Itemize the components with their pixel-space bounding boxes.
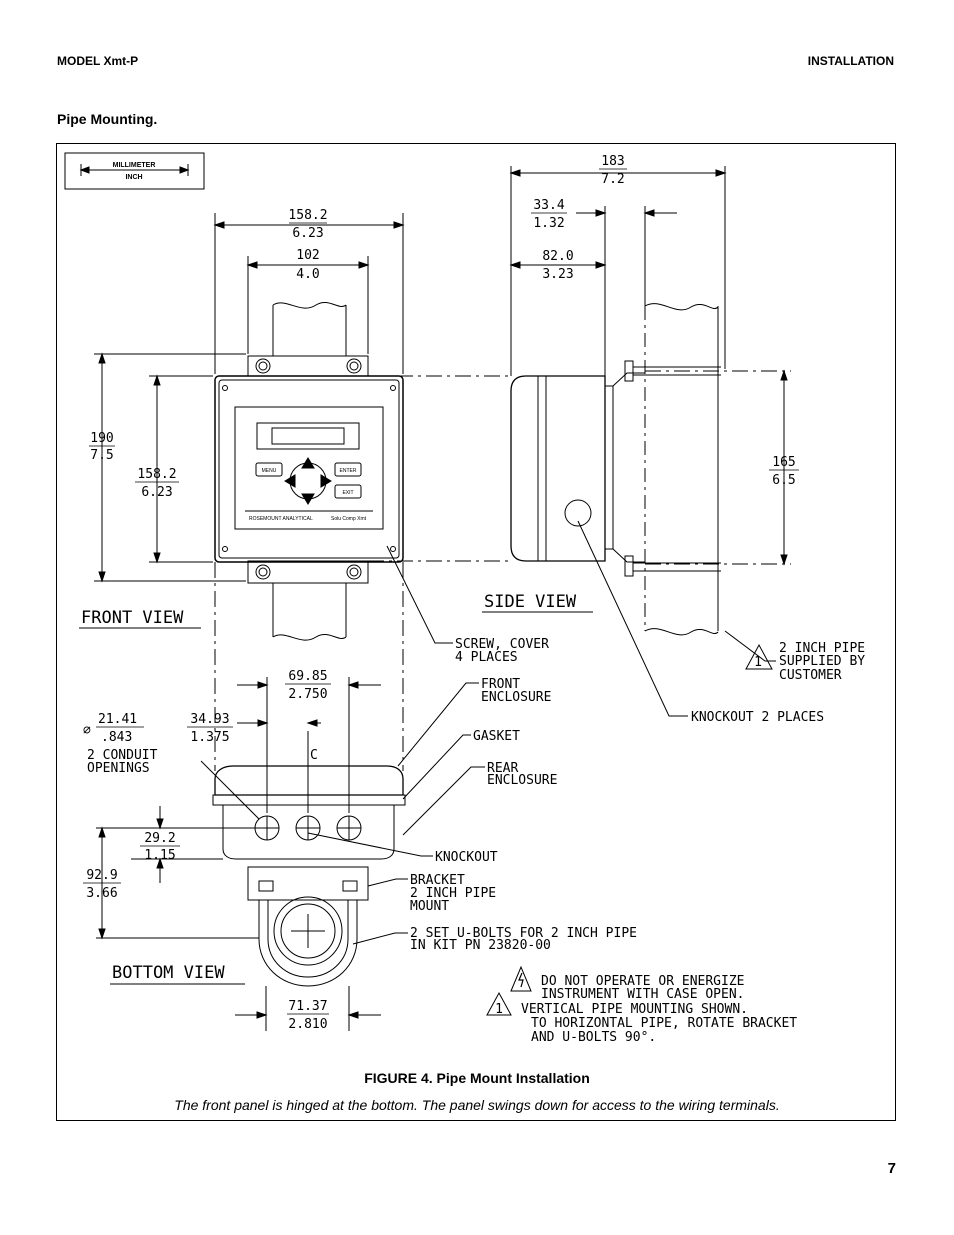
svg-text:KNOCKOUT: KNOCKOUT <box>435 850 498 865</box>
svg-text:REAR: REAR <box>487 761 518 776</box>
svg-text:7.2: 7.2 <box>601 172 624 187</box>
figure-box: MILLIMETER INCH <box>56 143 896 1121</box>
svg-text:.843: .843 <box>101 730 132 745</box>
svg-text:165: 165 <box>772 455 795 470</box>
svg-text:⌀: ⌀ <box>83 723 91 738</box>
svg-text:VERTICAL PIPE MOUNTING SHOWN.: VERTICAL PIPE MOUNTING SHOWN. <box>521 1002 748 1017</box>
svg-text:34.93: 34.93 <box>190 712 229 727</box>
svg-text:INSTRUMENT WITH CASE OPEN.: INSTRUMENT WITH CASE OPEN. <box>541 987 745 1002</box>
svg-text:2 INCH PIPE: 2 INCH PIPE <box>410 886 496 901</box>
svg-text:ENCLOSURE: ENCLOSURE <box>481 690 551 705</box>
legend-bottom: INCH <box>125 174 142 181</box>
svg-text:2 CONDUIT: 2 CONDUIT <box>87 748 158 763</box>
svg-text:1: 1 <box>754 655 762 670</box>
svg-text:2.810: 2.810 <box>288 1017 327 1032</box>
model-label: Solu Comp Xmt <box>331 516 367 522</box>
svg-text:158.2: 158.2 <box>137 467 176 482</box>
svg-text:1.375: 1.375 <box>190 730 229 745</box>
svg-text:C: C <box>310 748 318 763</box>
svg-text:6.23: 6.23 <box>141 485 172 500</box>
svg-text:1: 1 <box>495 1002 503 1017</box>
svg-text:FRONT: FRONT <box>481 677 520 692</box>
svg-text:7.5: 7.5 <box>90 448 113 463</box>
enter-key: ENTER <box>340 468 357 474</box>
svg-text:BRACKET: BRACKET <box>410 873 465 888</box>
svg-text:3.66: 3.66 <box>86 886 117 901</box>
svg-text:4 PLACES: 4 PLACES <box>455 650 518 665</box>
svg-text:21.41: 21.41 <box>98 712 137 727</box>
figure-note: The front panel is hinged at the bottom.… <box>174 1097 780 1113</box>
svg-text:MOUNT: MOUNT <box>410 899 449 914</box>
svg-text:92.9: 92.9 <box>86 868 117 883</box>
svg-text:SCREW, COVER: SCREW, COVER <box>455 637 549 652</box>
figure-caption: FIGURE 4. Pipe Mount Installation <box>364 1070 590 1086</box>
svg-text:1.15: 1.15 <box>144 848 175 863</box>
section-title: Pipe Mounting. <box>57 111 158 127</box>
svg-text:29.2: 29.2 <box>144 831 175 846</box>
svg-text:69.85: 69.85 <box>288 669 327 684</box>
svg-text:158.2: 158.2 <box>288 208 327 223</box>
svg-text:1.32: 1.32 <box>533 216 564 231</box>
bottom-view <box>212 765 406 987</box>
svg-text:TO HORIZONTAL PIPE, ROTATE BRA: TO HORIZONTAL PIPE, ROTATE BRACKET <box>531 1016 797 1031</box>
svg-text:3.23: 3.23 <box>542 267 573 282</box>
svg-text:OPENINGS: OPENINGS <box>87 761 150 776</box>
svg-text:2.750: 2.750 <box>288 687 327 702</box>
svg-text:GASKET: GASKET <box>473 729 520 744</box>
svg-text:AND U-BOLTS 90°.: AND U-BOLTS 90°. <box>531 1030 656 1045</box>
svg-text:2 INCH PIPE: 2 INCH PIPE <box>779 641 865 656</box>
header-model: MODEL Xmt-P <box>57 54 139 68</box>
bottom-dims: 69.85 2.750 34.93 1.375 C ⌀ 21.41 .843 2… <box>83 669 381 1032</box>
svg-text:DO NOT OPERATE OR ENERGIZE: DO NOT OPERATE OR ENERGIZE <box>541 974 745 989</box>
svg-text:2 SET U-BOLTS FOR 2 INCH PIPE: 2 SET U-BOLTS FOR 2 INCH PIPE <box>410 926 637 941</box>
bottom-view-label: BOTTOM VIEW <box>112 963 225 983</box>
svg-text:ENCLOSURE: ENCLOSURE <box>487 773 557 788</box>
exit-key: EXIT <box>342 490 353 496</box>
bottom-callouts: FRONT ENCLOSURE GASKET REAR ENCLOSURE KN… <box>307 677 797 1045</box>
side-view: 183 7.2 33.4 1.32 82.0 3.23 165 6.5 <box>509 154 799 636</box>
brand-label: ROSEMOUNT ANALYTICAL <box>249 516 313 522</box>
svg-text:6.23: 6.23 <box>292 226 323 241</box>
svg-text:102: 102 <box>296 248 319 263</box>
svg-text:SUPPLIED BY: SUPPLIED BY <box>779 654 865 669</box>
svg-text:190: 190 <box>90 431 113 446</box>
svg-text:33.4: 33.4 <box>533 198 564 213</box>
svg-text:6.5: 6.5 <box>772 473 795 488</box>
side-view-label: SIDE VIEW <box>484 592 577 612</box>
svg-text:183: 183 <box>601 154 624 169</box>
svg-text:IN KIT PN 23820-00: IN KIT PN 23820-00 <box>410 938 551 953</box>
svg-text:82.0: 82.0 <box>542 249 573 264</box>
front-view-label: FRONT VIEW <box>81 608 184 628</box>
unit-legend: MILLIMETER INCH <box>64 152 205 190</box>
legend-top: MILLIMETER <box>113 162 156 169</box>
header-section: INSTALLATION <box>807 54 894 68</box>
installation-drawing: MILLIMETER INCH <box>64 152 865 1045</box>
svg-text:KNOCKOUT 2 PLACES: KNOCKOUT 2 PLACES <box>691 710 824 725</box>
svg-text:4.0: 4.0 <box>296 267 319 282</box>
front-view: MENU ENTER EXIT ROSEMOUNT ANALYTICAL Sol… <box>214 301 404 641</box>
page-number: 7 <box>887 1160 896 1177</box>
front-dims: 158.2 6.23 102 4.0 190 7.5 158.2 6.23 <box>89 208 405 583</box>
menu-key: MENU <box>262 468 277 474</box>
svg-text:71.37: 71.37 <box>288 999 327 1014</box>
svg-text:CUSTOMER: CUSTOMER <box>779 668 842 683</box>
side-callouts: 1 2 INCH PIPE SUPPLIED BY CUSTOMER KNOCK… <box>577 520 865 725</box>
